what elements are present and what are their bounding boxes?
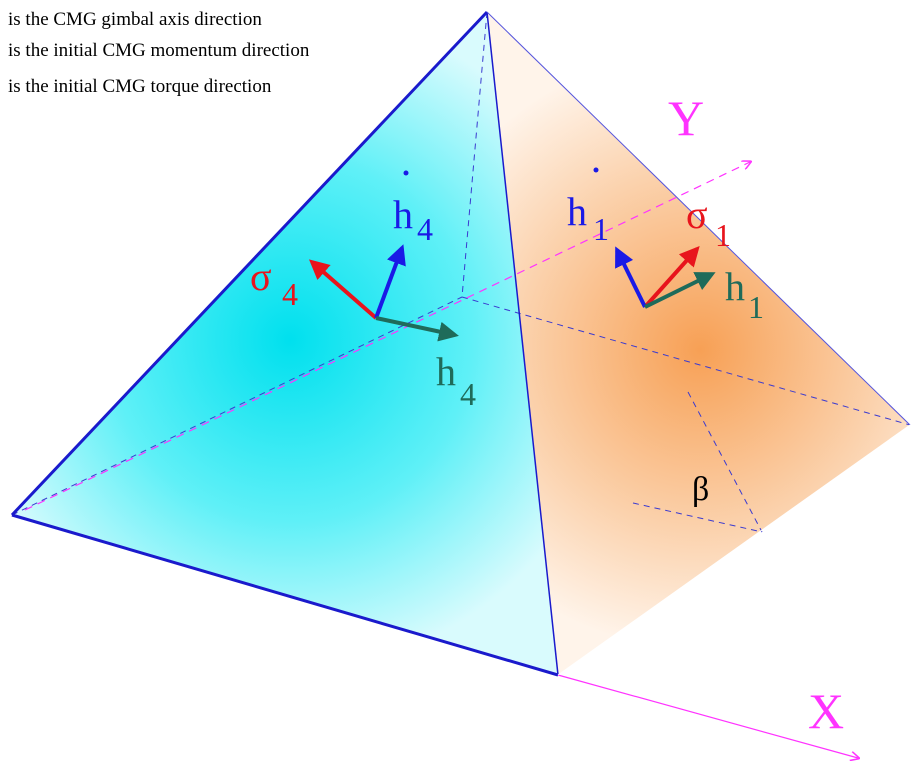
sigma1-index: 1 [715,217,731,253]
edge-left-front [11,513,559,677]
hdot4-symbol: h [393,192,413,237]
h4-symbol: h [436,349,456,394]
hdot1-symbol: h [567,189,587,234]
h1-index: 1 [748,289,764,325]
edge-front-right [557,424,911,676]
hdot4-index: 4 [417,211,433,247]
edge-apex-right [486,11,911,426]
sigma1-arrow [643,246,700,309]
h1-symbol: h [725,264,745,309]
right-face [487,12,910,675]
hidden-edge-right [461,296,911,426]
hdot1-index: 1 [593,211,609,247]
h4-arrow [375,316,459,342]
hdot4-dot [403,170,409,176]
sigma4-arrow [308,259,378,320]
sigma4-index: 4 [282,276,298,312]
legend-gimbal-axis: is the CMG gimbal axis direction [8,9,262,30]
sigma1-symbol: σ [686,192,708,237]
x-axis [557,674,858,758]
hdot1-dot [593,167,599,173]
edge-apex-front [486,11,559,676]
edge-apex-left [10,10,489,517]
hdot1-arrow [615,246,647,308]
legend-torque: is the initial CMG torque direction [8,76,272,97]
angle-line-2 [632,502,763,533]
left-face [12,12,558,675]
beta-angle-label: β [692,471,709,508]
hidden-edge-apex [461,11,488,298]
sigma4-symbol: σ [250,254,272,299]
angle-line-1 [687,391,763,533]
hdot4-arrow [374,244,406,319]
legend-momentum: is the initial CMG momentum direction [8,40,310,61]
h4-index: 4 [460,376,476,412]
y-axis-label: Y [668,90,704,146]
x-axis-label: X [808,683,844,739]
h1-arrow [644,272,716,309]
